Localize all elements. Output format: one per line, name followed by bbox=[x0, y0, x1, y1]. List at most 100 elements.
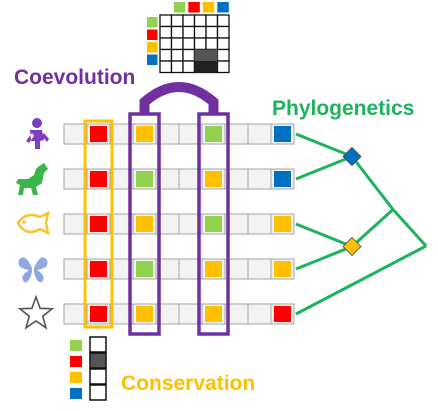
fish-outline bbox=[16, 210, 50, 236]
coevolution-matrix-cell bbox=[193, 25, 207, 39]
coevolution-matrix-cell bbox=[216, 37, 230, 51]
tree-branch bbox=[295, 244, 427, 316]
dog-body bbox=[16, 163, 48, 195]
alignment-cell bbox=[247, 303, 272, 325]
alignment-residue-green bbox=[205, 216, 222, 232]
alignment-residue-orange bbox=[136, 306, 153, 322]
butterfly-right-wing bbox=[34, 257, 48, 283]
conservation-matrix-cell bbox=[89, 368, 107, 385]
coevolution-matrix-cell bbox=[170, 37, 184, 51]
tree-branch bbox=[295, 132, 353, 158]
alignment-residue-red bbox=[90, 171, 107, 187]
starfish-icon bbox=[17, 294, 55, 330]
tree-branch bbox=[350, 155, 395, 211]
alignment-residue-orange bbox=[136, 216, 153, 232]
alignment-residue-orange bbox=[205, 306, 222, 322]
matrix-col-key-blue bbox=[217, 2, 229, 13]
alignment-residue-red bbox=[90, 126, 107, 142]
coevolution-matrix-cell bbox=[159, 60, 173, 74]
coevolution-gap-inner bbox=[205, 150, 222, 163]
coevolution-matrix-cell bbox=[159, 48, 173, 62]
conservation-key-orange bbox=[70, 372, 82, 383]
coevolution-matrix-cell bbox=[193, 37, 207, 51]
coevolution-arch bbox=[139, 82, 219, 114]
coevolution-matrix-filled bbox=[194, 49, 206, 61]
starfish-outline bbox=[17, 294, 55, 330]
conservation-matrix-cell bbox=[89, 336, 107, 353]
tree-branch bbox=[391, 208, 428, 248]
coevolution-gap-inner bbox=[136, 150, 153, 163]
coevolution-gap-inner bbox=[136, 240, 153, 253]
coevolution-gap-inner bbox=[205, 285, 222, 298]
coevolution-matrix-cell bbox=[159, 37, 173, 51]
alignment-residue-orange bbox=[205, 171, 222, 187]
alignment-cell bbox=[247, 258, 272, 280]
coevolution-matrix-filled bbox=[206, 49, 218, 61]
coevolution-matrix-cell bbox=[182, 37, 196, 51]
tree-branch bbox=[295, 222, 353, 248]
coevolution-matrix-cell bbox=[170, 25, 184, 39]
human-icon bbox=[26, 118, 49, 149]
coevolution-matrix-cell bbox=[159, 25, 173, 39]
coevolution-matrix-cell bbox=[216, 60, 230, 74]
fish-eye bbox=[22, 220, 26, 224]
coevolution-matrix-cell bbox=[216, 25, 230, 39]
conservation-matrix-cell bbox=[89, 384, 107, 401]
tree-branch bbox=[295, 155, 353, 181]
coevolution-matrix-cell bbox=[170, 48, 184, 62]
alignment-residue-orange bbox=[274, 261, 291, 277]
matrix-row-key-blue bbox=[147, 54, 158, 65]
tree-node-orange bbox=[342, 236, 362, 257]
alignment-residue-green bbox=[136, 171, 153, 187]
matrix-row-key-red bbox=[147, 29, 158, 40]
coevolution-matrix-cell bbox=[159, 14, 173, 28]
dog-icon bbox=[16, 163, 48, 195]
coevolution-matrix-filled bbox=[194, 61, 218, 73]
tree-branch bbox=[350, 208, 395, 248]
conservation-label: Conservation bbox=[121, 372, 256, 395]
alignment-residue-red bbox=[90, 216, 107, 232]
coevolution-matrix-cell bbox=[170, 14, 184, 28]
alignment-cell bbox=[247, 168, 272, 190]
coevolution-matrix-cell bbox=[205, 14, 219, 28]
coevolution-matrix-cell bbox=[216, 48, 230, 62]
conservation-column-box bbox=[83, 119, 114, 329]
conservation-matrix-cell bbox=[89, 352, 107, 369]
fish-icon bbox=[16, 210, 50, 236]
alignment-cell bbox=[247, 123, 272, 145]
coevolution-matrix-cell bbox=[170, 60, 184, 74]
matrix-col-key-red bbox=[188, 2, 200, 13]
tree-branch bbox=[295, 245, 353, 271]
alignment-residue-red bbox=[90, 261, 107, 277]
coevolution-label: Coevolution bbox=[14, 66, 136, 89]
coevolution-gap-inner bbox=[136, 285, 153, 298]
matrix-row-key-orange bbox=[147, 42, 158, 53]
coevolution-matrix-cell bbox=[193, 14, 207, 28]
alignment-residue-blue bbox=[274, 126, 291, 142]
alignment-residue-blue bbox=[274, 171, 291, 187]
alignment-cell bbox=[247, 213, 272, 235]
conservation-key-red bbox=[70, 356, 82, 367]
coevolution-matrix-cell bbox=[216, 14, 230, 28]
coevolution-matrix-cell bbox=[205, 37, 219, 51]
human-body bbox=[26, 130, 49, 149]
conservation-key-blue bbox=[70, 388, 82, 399]
coevolution-matrix-cell bbox=[205, 25, 219, 39]
tree-node-blue bbox=[342, 146, 362, 167]
alignment-residue-orange bbox=[205, 261, 222, 277]
alignment-residue-red bbox=[274, 306, 291, 322]
coevolution-gap-inner bbox=[205, 195, 222, 208]
alignment-residue-green bbox=[205, 126, 222, 142]
matrix-col-key-green bbox=[173, 2, 186, 13]
coevolution-matrix-cell bbox=[182, 60, 196, 74]
butterfly-icon bbox=[18, 257, 48, 283]
conservation-key-green bbox=[70, 340, 82, 351]
alignment-residue-orange bbox=[136, 126, 153, 142]
matrix-col-key-orange bbox=[202, 2, 215, 13]
alignment-residue-orange bbox=[274, 216, 291, 232]
phylogenetics-label: Phylogenetics bbox=[272, 97, 415, 120]
coevolution-matrix-cell bbox=[182, 25, 196, 39]
butterfly-left-wing bbox=[18, 257, 32, 283]
